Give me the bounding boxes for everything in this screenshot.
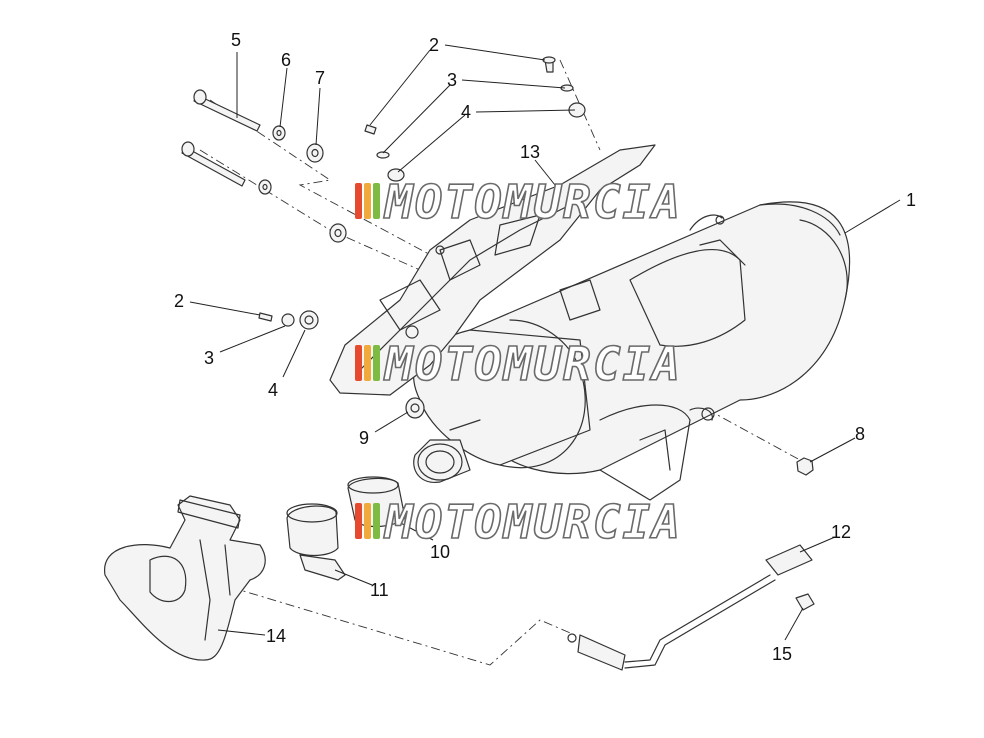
exhaust-manifold-part — [104, 495, 266, 661]
clamp-part — [286, 503, 346, 581]
watermark-stripe-green — [373, 345, 380, 381]
washer-small-part — [258, 125, 286, 195]
callout-11: 11 — [370, 580, 389, 600]
watermark-text: MOTOMURCIA — [383, 175, 682, 229]
callout-4-left: 4 — [268, 380, 278, 400]
heat-shield-part — [329, 144, 656, 396]
grommet-part — [405, 397, 425, 419]
callout-7: 7 — [315, 68, 325, 88]
watermark-stripe-orange — [364, 345, 371, 381]
watermark-top: MOTOMURCIA — [355, 174, 682, 230]
callout-3-left: 3 — [204, 348, 214, 368]
bolt-long-part — [181, 89, 261, 187]
watermark-stripe-red — [355, 183, 362, 219]
watermark-stripe-red — [355, 503, 362, 539]
watermark-stripe-green — [373, 183, 380, 219]
callout-12: 12 — [831, 522, 851, 542]
callout-3-top: 3 — [447, 70, 457, 90]
callout-14: 14 — [266, 626, 286, 646]
nut-part — [796, 457, 814, 476]
callout-9: 9 — [359, 428, 369, 448]
watermark-bottom: MOTOMURCIA — [355, 494, 682, 550]
watermark-text: MOTOMURCIA — [383, 495, 682, 549]
watermark-stripe-green — [373, 503, 380, 539]
clip-part — [795, 593, 815, 611]
callout-5: 5 — [231, 30, 241, 50]
callout-2-top: 2 — [429, 35, 439, 55]
callout-15: 15 — [772, 644, 792, 664]
muffler-part — [413, 201, 851, 501]
callout-6: 6 — [281, 50, 291, 70]
watermark-stripe-red — [355, 345, 362, 381]
callout-2-left: 2 — [174, 291, 184, 311]
lambda-sensor-part — [567, 544, 813, 671]
callout-4-top: 4 — [461, 102, 471, 122]
callout-8: 8 — [855, 424, 865, 444]
gasket-part — [347, 476, 406, 528]
watermark-text: MOTOMURCIA — [383, 337, 682, 391]
callout-10: 10 — [430, 542, 450, 562]
leader-lines — [189, 44, 901, 641]
callout-13: 13 — [520, 142, 540, 162]
screw-set-top-part — [364, 56, 586, 182]
callout-numbers: 1 2 3 4 13 5 6 7 2 3 4 8 9 10 11 12 14 1… — [174, 30, 916, 664]
watermark-middle: MOTOMURCIA — [355, 336, 682, 392]
screw-set-left-part — [258, 310, 319, 330]
washer-large-part — [306, 143, 347, 243]
callout-1: 1 — [906, 190, 916, 210]
watermark-stripe-orange — [364, 503, 371, 539]
watermark-stripe-orange — [364, 183, 371, 219]
